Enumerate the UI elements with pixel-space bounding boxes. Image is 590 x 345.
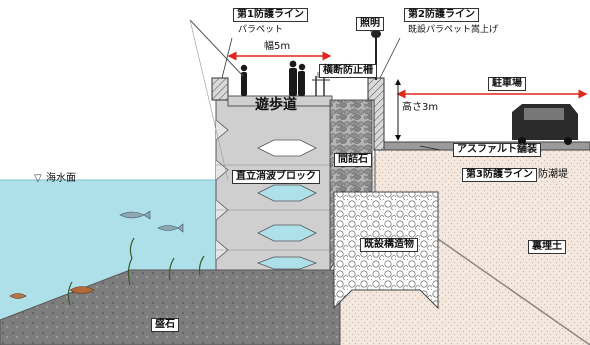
leader-asphalt xyxy=(419,145,441,151)
parapet-first-line xyxy=(211,77,229,101)
wave-dissipating-block xyxy=(215,99,331,271)
label-line2-sub: 既設パラペット嵩上げ xyxy=(408,25,499,35)
label-lighting: 照明 xyxy=(356,17,384,31)
label-gap-stone: 間詰石 xyxy=(334,153,372,167)
seaweed xyxy=(67,237,205,306)
label-sea-level: 海水面 xyxy=(46,173,76,184)
label-width: 幅5m xyxy=(264,41,291,52)
label-asphalt: アスファルト舗装 xyxy=(453,143,541,157)
label-promenade: 遊歩道 xyxy=(255,97,297,113)
label-backfill: 裏埋土 xyxy=(528,240,566,254)
label-line3-sub: 防潮堤 xyxy=(538,169,568,180)
label-line2-title: 第2防護ライン xyxy=(404,8,479,22)
label-line1-sub: パラペット xyxy=(238,25,284,35)
label-parking: 駐車場 xyxy=(488,77,526,91)
car-silhouette xyxy=(512,104,578,145)
label-line1-title: 第1防護ライン xyxy=(233,8,308,22)
label-line3-title: 第3防護ライン xyxy=(462,168,537,182)
parapet-second-line xyxy=(367,77,385,151)
people-silhouettes xyxy=(240,60,306,96)
sea-level-marker-icon: ▽ xyxy=(34,173,42,184)
leader-line2 xyxy=(379,37,401,79)
label-wave-block: 直立消波ブロック xyxy=(232,170,320,184)
leader-line1 xyxy=(221,37,233,79)
label-rubble: 盛石 xyxy=(151,318,179,332)
crossing-fence xyxy=(312,76,330,96)
label-height: 高さ3m xyxy=(402,102,439,113)
fishing-line xyxy=(189,19,229,181)
label-fence: 横断防止柵 xyxy=(319,64,377,78)
fishing-rod xyxy=(189,19,244,77)
fish xyxy=(9,210,184,299)
label-existing-structure: 既設構造物 xyxy=(360,238,418,252)
